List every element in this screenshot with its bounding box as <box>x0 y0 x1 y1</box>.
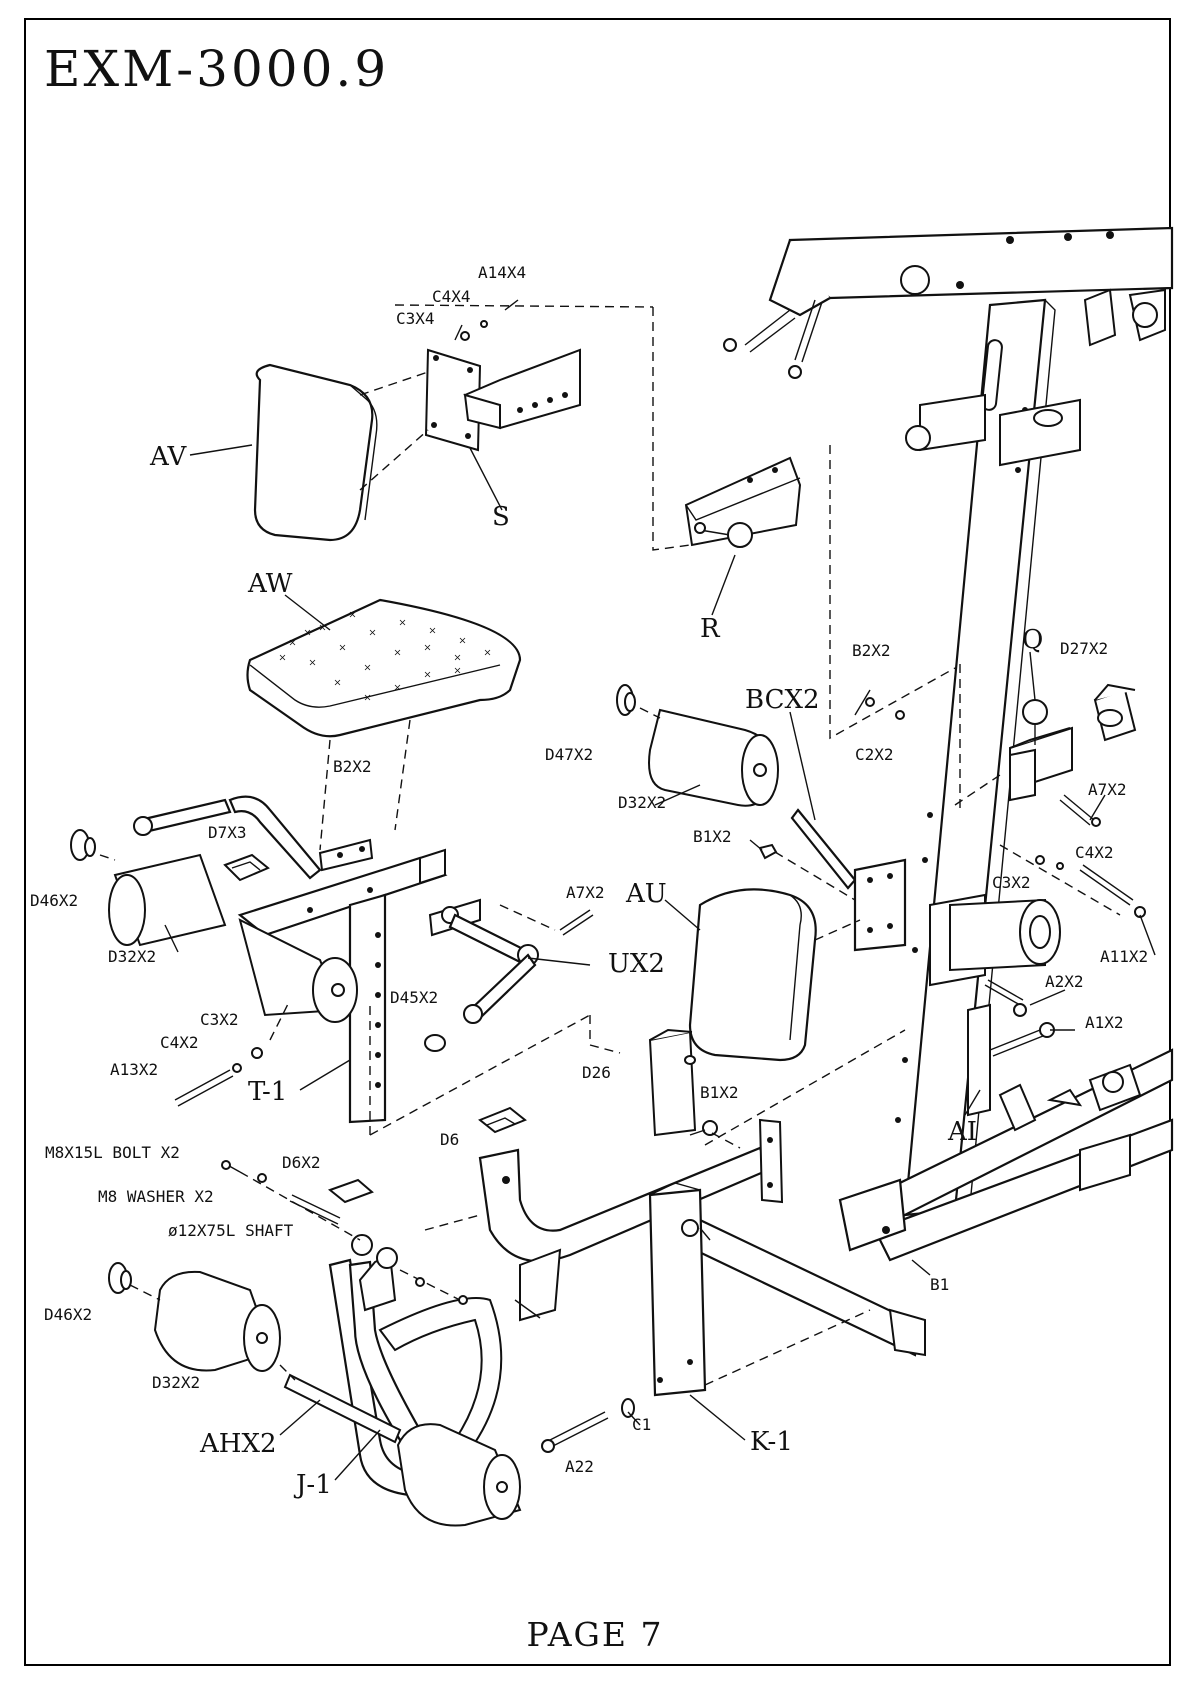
label-d6x2: D6X2 <box>282 1153 321 1172</box>
label-d46x2-low: D46X2 <box>44 1305 92 1324</box>
dashed-guide-1 <box>653 307 690 550</box>
label-b1: B1 <box>930 1275 949 1294</box>
label-t1: T-1 <box>248 1077 287 1107</box>
label-c4x2-left: C4X2 <box>160 1033 199 1052</box>
label-c4x4: C4X4 <box>432 287 471 306</box>
label-d7x3: D7X3 <box>208 823 247 842</box>
dashed-guide-5 <box>370 1015 590 1135</box>
label-q: Q <box>1022 625 1043 655</box>
label-j1: J-1 <box>293 1470 332 1500</box>
page-number: PAGE 7 <box>0 1615 1190 1654</box>
back-pad-assembly <box>255 300 580 540</box>
label-s: S <box>492 502 510 532</box>
label-a14x4: A14X4 <box>478 263 526 282</box>
label-ai: AI <box>947 1117 977 1147</box>
label-d32x2-left: D32X2 <box>108 947 156 966</box>
mid-roller-assembly <box>617 685 905 1060</box>
label-aw: AW <box>247 569 293 599</box>
label-d47x2: D47X2 <box>545 745 593 764</box>
label-c3x2-left: C3X2 <box>200 1010 239 1029</box>
seat-pad <box>248 600 521 850</box>
r-sleeve-assembly <box>686 458 800 547</box>
label-m8-bolt: M8X15L BOLT X2 <box>45 1143 180 1162</box>
label-ux2: UX2 <box>608 949 665 979</box>
label-d46x2-top: D46X2 <box>30 891 78 910</box>
q-pin-assembly <box>866 685 1145 1056</box>
label-b1x2-low: B1X2 <box>700 1083 739 1102</box>
label-bcx2: BCX2 <box>745 685 820 715</box>
label-c4x2-right: C4X2 <box>1075 843 1114 862</box>
label-c3x4: C3X4 <box>396 309 435 328</box>
label-a1x2: A1X2 <box>1085 1013 1124 1032</box>
label-ahx2: AHX2 <box>199 1429 277 1459</box>
label-r: R <box>700 614 721 644</box>
label-d27x2: D27X2 <box>1060 639 1108 658</box>
label-b2x2-top: B2X2 <box>852 641 891 660</box>
label-au: AU <box>625 879 667 909</box>
label-c2x2: C2X2 <box>855 745 894 764</box>
label-d32x2-low: D32X2 <box>152 1373 200 1392</box>
label-a7x2-mid: A7X2 <box>566 883 605 902</box>
label-c3x2-right: C3X2 <box>992 873 1031 892</box>
dashed-guide-2 <box>830 445 955 738</box>
label-b2x2-mid: B2X2 <box>333 757 372 776</box>
label-k1: K-1 <box>750 1427 793 1457</box>
label-d6: D6 <box>440 1130 459 1149</box>
label-a22: A22 <box>565 1457 594 1476</box>
label-a7x2-right: A7X2 <box>1088 780 1127 799</box>
label-shaft: ø12X75L SHAFT <box>168 1221 294 1240</box>
label-d32x2-mid: D32X2 <box>618 793 666 812</box>
label-a11x2: A11X2 <box>1100 947 1148 966</box>
label-c1: C1 <box>632 1415 651 1434</box>
label-d45x2: D45X2 <box>390 988 438 1007</box>
label-av: AV <box>149 442 187 472</box>
label-m8-washer: M8 WASHER X2 <box>98 1187 214 1206</box>
label-b1x2-top: B1X2 <box>693 827 732 846</box>
label-d26: D26 <box>582 1063 611 1082</box>
label-a2x2: A2X2 <box>1045 972 1084 991</box>
label-a13x2: A13X2 <box>110 1060 158 1079</box>
